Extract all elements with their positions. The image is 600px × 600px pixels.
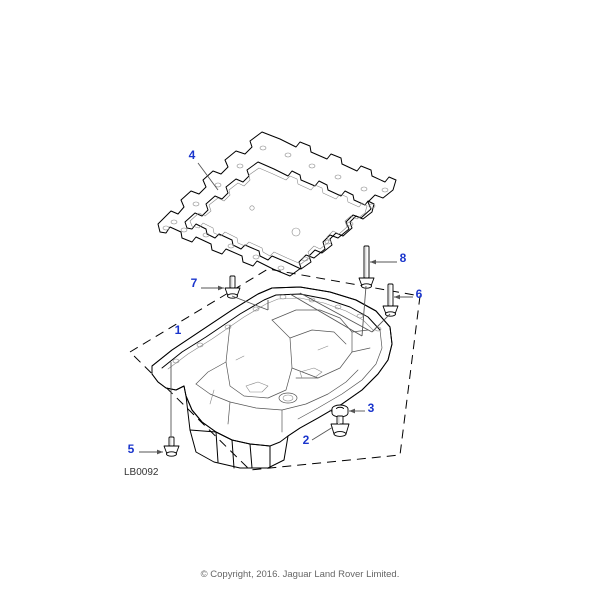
oil-pan-gasket[interactable] [157,131,397,277]
callout-3[interactable]: 3 [368,401,375,415]
callout-6[interactable]: 6 [416,287,423,301]
callout-8[interactable]: 8 [400,251,407,265]
bolt-medium[interactable] [382,283,399,317]
bolt-long[interactable] [358,245,375,289]
leader-lines [139,162,413,455]
copyright-notice: © Copyright, 2016. Jaguar Land Rover Lim… [201,569,400,580]
drawing-code: LB0092 [124,467,159,478]
bolt-short[interactable] [224,275,241,299]
callout-5[interactable]: 5 [128,442,135,456]
oil-pan-assembly[interactable] [151,286,393,469]
assembly-boundary [129,268,421,471]
callout-1[interactable]: 1 [175,323,182,337]
callout-2[interactable]: 2 [303,433,310,447]
callout-7[interactable]: 7 [191,276,198,290]
drain-plug[interactable] [330,415,350,437]
bolt-short-front[interactable] [163,436,180,457]
gasket-bolt-holes [162,145,389,271]
drain-plug-washer[interactable] [331,404,349,418]
callout-4[interactable]: 4 [189,148,196,162]
